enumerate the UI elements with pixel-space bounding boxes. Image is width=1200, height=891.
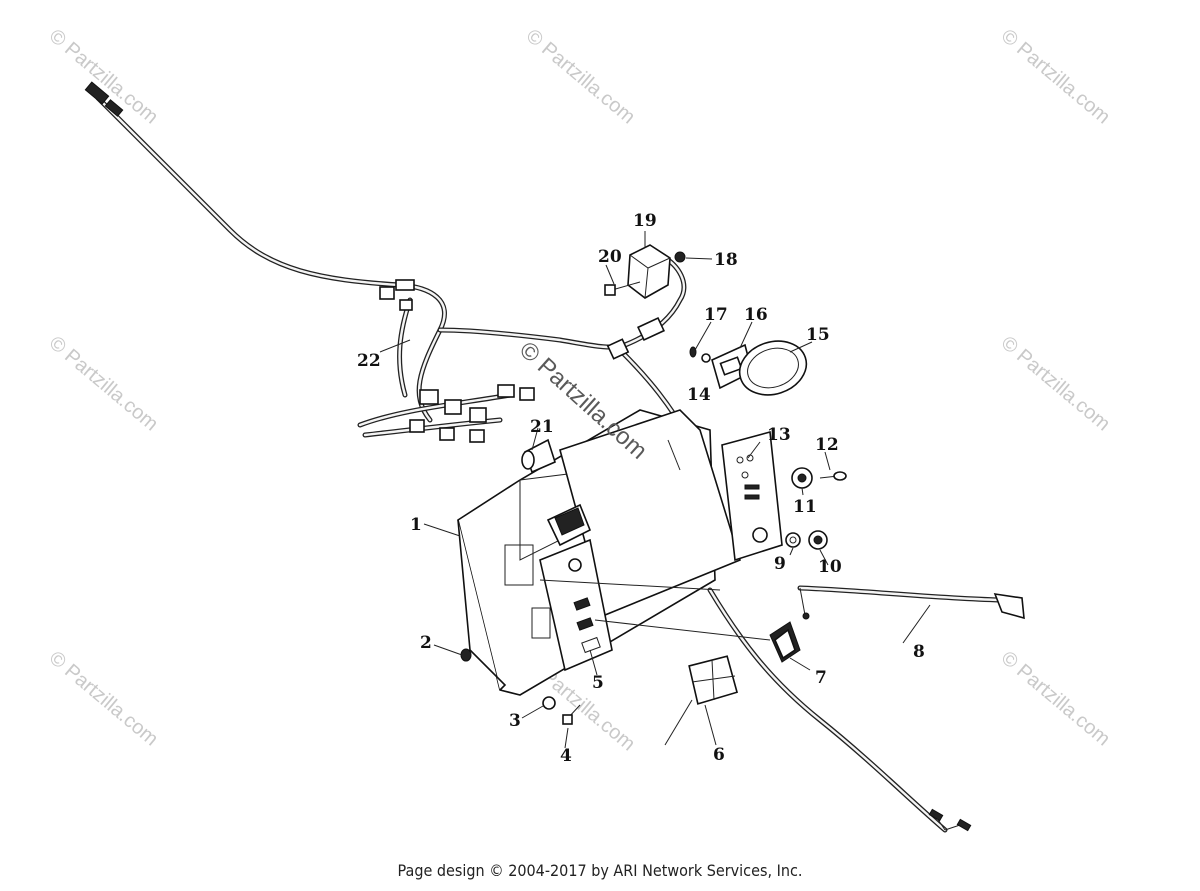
lens-6: [688, 655, 739, 705]
callout-6: 6: [713, 745, 725, 765]
watermark: © Partzilla.com: [45, 647, 162, 750]
callout-7: 7: [815, 668, 827, 688]
washer-17: [689, 346, 697, 358]
page-footer: Page design © 2004-2017 by ARI Network S…: [397, 861, 803, 880]
watermark: © Partzilla.com: [45, 332, 162, 435]
callout-15: 15: [806, 325, 830, 345]
callout-13: 13: [767, 425, 791, 445]
screw-20: [604, 281, 641, 296]
switch-on-panel: [546, 503, 592, 547]
watermark: © Partzilla.com: [997, 647, 1114, 750]
callout-10: 10: [818, 557, 842, 577]
nut-14: [701, 353, 711, 363]
callout-1: 1: [410, 515, 422, 535]
side-plate-13: [721, 430, 783, 562]
callout-16: 16: [744, 305, 768, 325]
callout-17: 17: [704, 305, 728, 325]
screw-4: [562, 704, 581, 725]
callout-11: 11: [793, 497, 817, 517]
callout-22: 22: [357, 351, 381, 371]
nut-18: [674, 251, 686, 263]
watermark: © Partzilla.com: [997, 332, 1114, 435]
lower-cable: [707, 587, 972, 833]
grommet-11: [791, 467, 813, 489]
socket-21: [521, 438, 556, 474]
callout-19: 19: [633, 211, 657, 231]
callout-2: 2: [420, 633, 432, 653]
wiring-harness: [84, 81, 693, 443]
cable-8: [797, 585, 1025, 620]
nut-10: [808, 530, 828, 550]
toggle-switch-7: [769, 621, 801, 663]
watermark: © Partzilla.com: [522, 25, 639, 128]
decal-plate-5: [539, 538, 613, 672]
callout-9: 9: [774, 554, 786, 574]
callout-12: 12: [815, 435, 839, 455]
callout-21: 21: [530, 417, 554, 437]
watermark: © Partzilla.com: [45, 25, 162, 128]
washer-9: [785, 532, 801, 548]
watermark: © Partzilla.com: [997, 25, 1114, 128]
bolt-12: [819, 471, 847, 481]
callout-20: 20: [598, 247, 622, 267]
callout-14: 14: [687, 385, 711, 405]
leader-lines: [379, 231, 931, 749]
nut-2: [460, 648, 472, 662]
callout-4: 4: [560, 746, 572, 766]
control-box-19: [627, 244, 671, 299]
washer-3: [542, 696, 556, 710]
callout-5: 5: [592, 673, 604, 693]
callout-18: 18: [714, 250, 738, 270]
callout-labels: 1 2 3 4 5 6 7 8 9 10 11 12 13 14 15 16 1…: [357, 211, 925, 766]
callout-8: 8: [913, 642, 925, 662]
bezel-15: [738, 340, 808, 396]
callout-3: 3: [509, 711, 521, 731]
